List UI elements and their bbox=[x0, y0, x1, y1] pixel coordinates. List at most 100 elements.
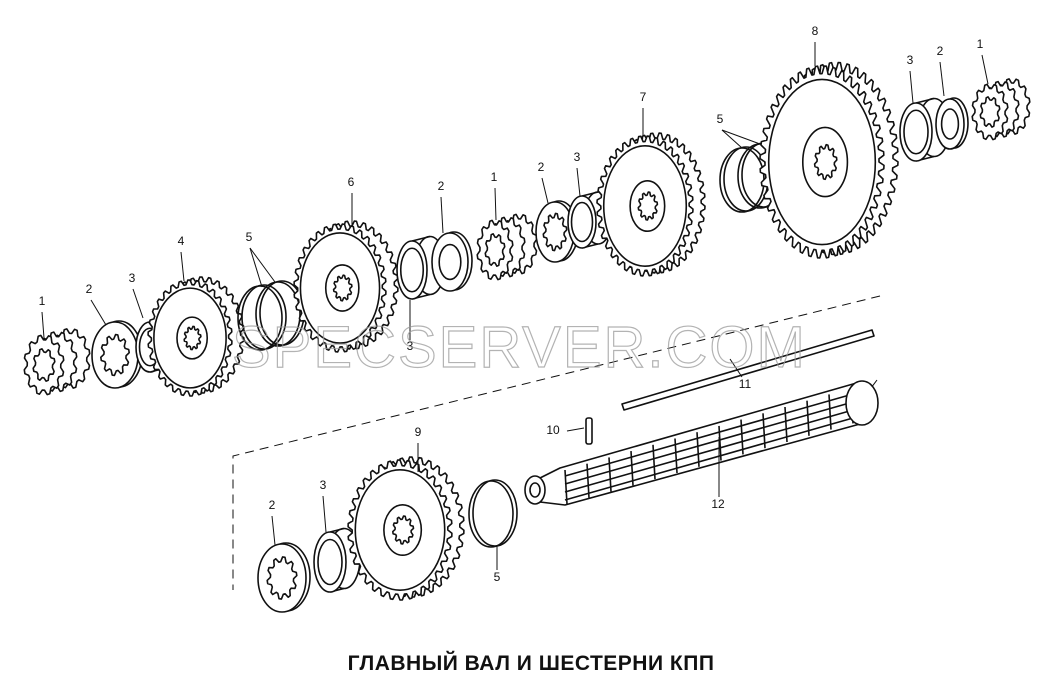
watermark-text: SPECSERVER.COM bbox=[232, 315, 807, 380]
gear-web bbox=[153, 287, 227, 389]
part-label: 9 bbox=[415, 425, 422, 439]
part-label: 2 bbox=[937, 44, 944, 58]
snap-ring-back bbox=[472, 479, 518, 547]
part-2-right bbox=[935, 97, 969, 150]
part-label: 5 bbox=[246, 230, 253, 244]
part-1-left bbox=[23, 328, 91, 396]
spline-bore bbox=[100, 333, 130, 377]
spline-bore bbox=[637, 191, 659, 221]
gear-web bbox=[767, 78, 877, 246]
leader-line bbox=[494, 187, 497, 221]
washer-face bbox=[935, 98, 965, 150]
leader-lines bbox=[41, 42, 989, 570]
hub-gear-ring bbox=[476, 219, 514, 281]
bearing-inner bbox=[399, 247, 425, 293]
leader-line bbox=[909, 70, 914, 104]
snap-ring-front bbox=[237, 285, 283, 351]
leader-line bbox=[249, 247, 276, 283]
gear-front-face bbox=[347, 459, 453, 601]
shaft-spline-edge bbox=[564, 415, 861, 501]
part-7-gear bbox=[596, 132, 706, 277]
gear-front-face bbox=[759, 65, 885, 259]
gear-front-face bbox=[147, 279, 233, 397]
part-5-ring-a bbox=[237, 284, 287, 351]
shaft-end bbox=[524, 475, 546, 505]
leader-line bbox=[249, 247, 263, 288]
part-6-gear bbox=[293, 220, 399, 353]
leader-line bbox=[132, 288, 144, 319]
gear-hub bbox=[324, 264, 360, 312]
part-label: 5 bbox=[717, 112, 724, 126]
bearing-inner bbox=[903, 109, 929, 155]
bearing-front bbox=[396, 240, 428, 300]
gear-hub bbox=[801, 126, 849, 198]
part-1-right bbox=[971, 78, 1031, 141]
part-12-main-shaft bbox=[524, 380, 879, 506]
spline-bore bbox=[813, 143, 838, 181]
part-label: 1 bbox=[39, 294, 46, 308]
part-10-pin bbox=[585, 417, 593, 445]
part-label: 3 bbox=[907, 53, 914, 67]
part-label: 3 bbox=[320, 478, 327, 492]
part-label: 6 bbox=[348, 175, 355, 189]
part-label: 2 bbox=[86, 282, 93, 296]
part-label: 3 bbox=[129, 271, 136, 285]
gear-web bbox=[602, 145, 688, 268]
washer-face bbox=[257, 543, 307, 613]
spline-bore bbox=[183, 325, 202, 351]
part-label: 2 bbox=[269, 498, 276, 512]
part-label: 2 bbox=[438, 179, 445, 193]
gear-front-face bbox=[293, 223, 387, 353]
gear-hub bbox=[629, 180, 666, 233]
bearing-front bbox=[899, 102, 933, 162]
spline-bore bbox=[979, 96, 1001, 128]
part-label: 12 bbox=[711, 497, 725, 511]
part-1-mid bbox=[476, 213, 538, 281]
spline-bore bbox=[392, 515, 415, 545]
leader-line bbox=[729, 358, 743, 378]
leader-line bbox=[90, 299, 107, 326]
bearing-front bbox=[313, 531, 347, 593]
leader-line bbox=[721, 129, 743, 149]
shaft-spline-edge bbox=[564, 407, 861, 493]
part-4-gear bbox=[147, 276, 245, 397]
washer-hole bbox=[438, 243, 462, 281]
part-label: 2 bbox=[538, 160, 545, 174]
parts-layer bbox=[23, 61, 1031, 613]
bearing-inner bbox=[317, 538, 343, 586]
part-8-gear bbox=[759, 61, 899, 259]
part-label: 1 bbox=[491, 170, 498, 184]
leader-line bbox=[322, 495, 327, 533]
leader-line bbox=[541, 177, 549, 204]
part-label: 11 bbox=[739, 377, 752, 391]
shaft-center bbox=[529, 482, 541, 498]
leader-line bbox=[576, 167, 581, 197]
part-label: 1 bbox=[977, 37, 984, 51]
spline-bore bbox=[542, 212, 568, 252]
leader-line bbox=[440, 196, 444, 234]
leader-line bbox=[180, 251, 185, 282]
shaft-spline-edge bbox=[564, 391, 861, 477]
washer-face bbox=[91, 321, 139, 389]
gear-web bbox=[354, 468, 446, 591]
diagram-caption: ГЛАВНЫЙ ВАЛ И ШЕСТЕРНИ КПП bbox=[347, 652, 715, 675]
gear-front-face bbox=[596, 135, 694, 277]
part-label: 5 bbox=[494, 570, 501, 584]
part-label: 8 bbox=[812, 24, 819, 38]
part-2-left bbox=[91, 320, 143, 389]
gear-hub bbox=[176, 316, 209, 360]
part-label: 3 bbox=[407, 339, 414, 353]
snap-ring-front bbox=[468, 480, 514, 548]
part-label: 7 bbox=[640, 90, 647, 104]
spline-bore bbox=[484, 233, 506, 267]
washer-face bbox=[431, 232, 469, 292]
part-9-gear bbox=[347, 456, 465, 601]
part-2-low bbox=[257, 542, 311, 613]
part-2-mid bbox=[431, 231, 473, 292]
hub-gear-ring bbox=[23, 334, 65, 396]
shaft-far-end bbox=[845, 380, 879, 426]
part-11-key bbox=[621, 329, 875, 411]
leader-line bbox=[41, 311, 45, 339]
part-5-ring-low bbox=[468, 479, 518, 548]
